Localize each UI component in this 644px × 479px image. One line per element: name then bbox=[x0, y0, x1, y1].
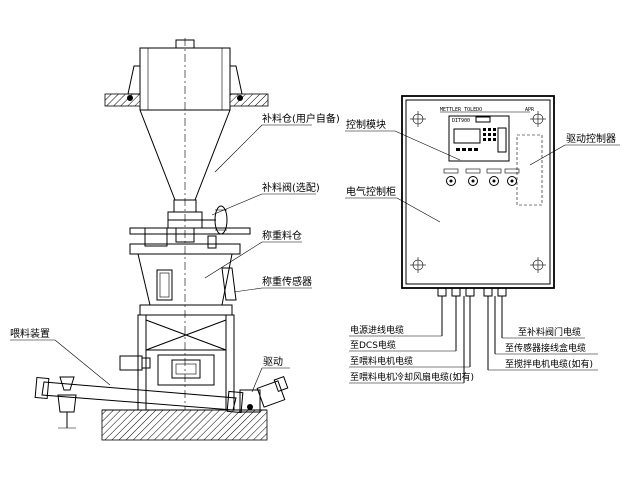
label-weighing-bin: 称重料仓 bbox=[262, 229, 302, 242]
cable-label-agitator: 至搅拌电机电缆(如有) bbox=[505, 358, 593, 370]
cable-label-dcs: 至DCS电缆 bbox=[350, 339, 396, 351]
cable-glands bbox=[437, 287, 507, 297]
drive-motor bbox=[239, 376, 289, 413]
screw-feeder bbox=[34, 355, 244, 429]
cable-label-valve: 至补料阀门电缆 bbox=[518, 326, 581, 338]
label-drive-controller: 驱动控制器 bbox=[566, 132, 616, 145]
drive-controller-box bbox=[516, 134, 543, 206]
cable-label-feed-motor: 至喂料电机电缆 bbox=[350, 355, 413, 367]
support-frame bbox=[101, 304, 268, 441]
cable-lines bbox=[349, 296, 598, 384]
supply-hopper bbox=[104, 39, 269, 213]
left-callouts: 补料仓(用户自备) 补料阀(选配) 称重料仓 称重传感器 喂料装置 驱动 bbox=[10, 112, 340, 393]
load-cell bbox=[221, 267, 237, 301]
cabinet-callouts: 控制模块 驱动控制器 电气控制柜 bbox=[345, 118, 620, 223]
label-supply-valve: 补料阀(选配) bbox=[262, 181, 320, 194]
label-control-module: 控制模块 bbox=[346, 118, 386, 131]
cable-label-sensor-box: 至传感器接线盒电缆 bbox=[505, 342, 586, 354]
machine-drawing bbox=[34, 38, 289, 441]
cable-labels-left: 电源进线电缆 至DCS电缆 至喂料电机电缆 至喂料电机冷却风扇电缆(如有) bbox=[350, 324, 474, 383]
weighing-bin bbox=[129, 243, 241, 306]
label-cabinet: 电气控制柜 bbox=[346, 185, 396, 198]
brand-text: METTLER TOLEDO bbox=[440, 107, 482, 113]
corner-mark-icon bbox=[410, 111, 546, 273]
brand-suffix: APR bbox=[525, 107, 535, 113]
label-supply-hopper: 补料仓(用户自备) bbox=[262, 112, 340, 125]
control-module: DIT900 bbox=[448, 115, 510, 162]
panel-title: DIT900 bbox=[452, 118, 470, 124]
switch-row bbox=[443, 168, 520, 186]
label-drive: 驱动 bbox=[263, 356, 283, 368]
cable-label-power: 电源进线电缆 bbox=[350, 324, 404, 336]
supply-valve bbox=[167, 205, 228, 249]
electrical-cabinet: METTLER TOLEDO APR DIT900 bbox=[401, 95, 555, 297]
cable-label-fan: 至喂料电机冷却风扇电缆(如有) bbox=[350, 371, 474, 383]
label-feeder: 喂料装置 bbox=[10, 327, 50, 340]
label-load-sensor: 称重传感器 bbox=[262, 275, 312, 288]
cable-labels-right: 至补料阀门电缆 至传感器接线盒电缆 至搅拌电机电缆(如有) bbox=[505, 326, 593, 370]
